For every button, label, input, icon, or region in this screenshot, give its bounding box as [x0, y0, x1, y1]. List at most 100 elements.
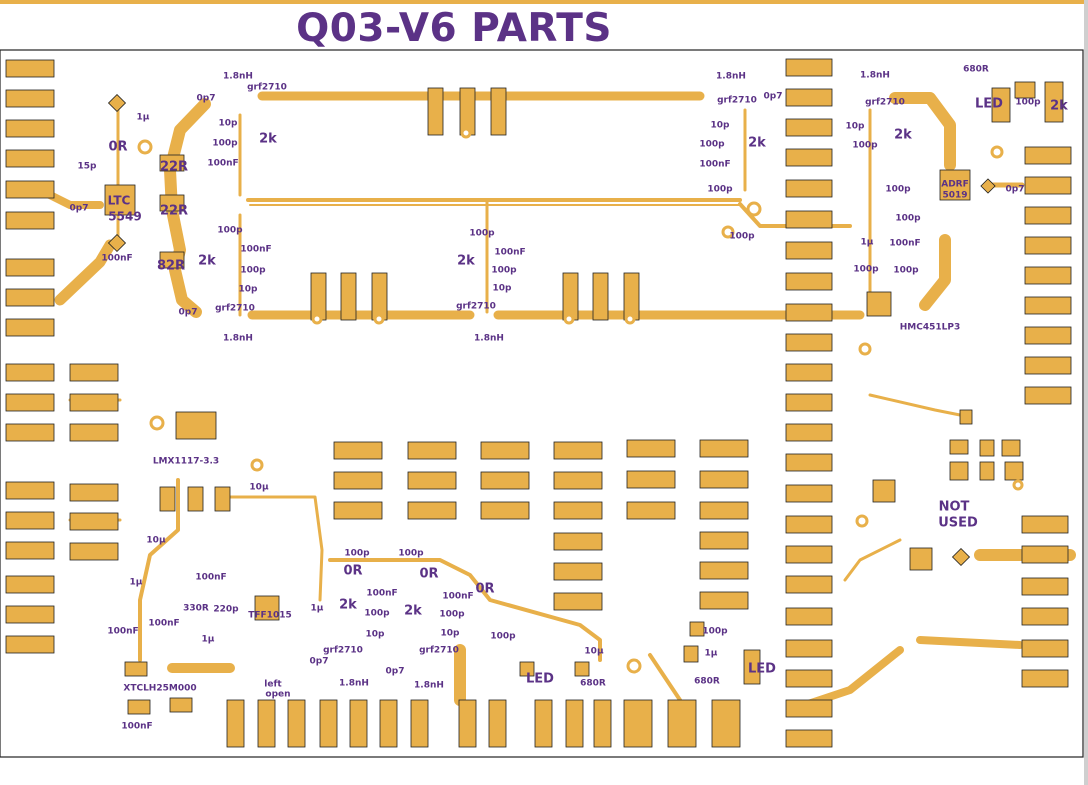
component-label: 22R	[160, 204, 188, 219]
component-label: 5019	[942, 191, 967, 201]
component-label: 100nF	[442, 592, 473, 602]
component-label: 0p7	[179, 308, 198, 318]
component-label: 100p	[439, 610, 465, 620]
component-label: grf2710	[323, 646, 363, 656]
component-label: 100p	[885, 185, 911, 195]
component-label: 1.8nH	[223, 334, 253, 344]
component-label: 100p	[707, 185, 733, 195]
component-label: 1.8nH	[339, 679, 369, 689]
component-label: LTC	[108, 194, 131, 208]
component-label: grf2710	[247, 83, 287, 93]
component-label: 10p	[493, 284, 513, 294]
component-label: 100p	[212, 139, 238, 149]
component-label: open	[265, 690, 290, 700]
top-border-strip	[0, 0, 1088, 4]
component-label: 82R	[157, 259, 185, 274]
component-label: USED	[938, 516, 978, 531]
component-label: 100p	[344, 549, 370, 559]
component-label: 100nF	[494, 248, 525, 258]
component-label: 100p	[852, 141, 878, 151]
component-label: ADRF	[941, 180, 969, 190]
component-label: 1.8nH	[860, 71, 890, 81]
component-label: 2k	[404, 604, 422, 619]
component-label: 10p	[711, 121, 731, 131]
component-label: 0p7	[386, 667, 405, 677]
component-label: 22R	[160, 160, 188, 175]
component-label: 1.8nH	[474, 334, 504, 344]
component-label: 100nF	[207, 159, 238, 169]
component-label: 100p	[217, 226, 243, 236]
component-label: 1.8nH	[414, 681, 444, 691]
component-label: 0p7	[70, 204, 89, 214]
component-label: 2k	[457, 254, 475, 269]
component-label: 100nF	[195, 573, 226, 583]
component-label: 680R	[963, 65, 989, 75]
component-label: 330R	[183, 604, 209, 614]
component-label: 0p7	[310, 657, 329, 667]
component-label: 10µ	[249, 483, 269, 493]
page-title: Q03-V6 PARTS	[296, 6, 612, 51]
component-label: 680R	[694, 677, 720, 687]
component-label: 100p	[491, 266, 517, 276]
component-label: 10p	[366, 630, 386, 640]
component-label: 1µ	[202, 635, 215, 645]
component-label: 100nF	[366, 589, 397, 599]
component-label: 100p	[398, 549, 424, 559]
component-label: grf2710	[717, 96, 757, 106]
component-label: 100p	[699, 140, 725, 150]
copper-traces	[6, 91, 1076, 714]
component-label: 2k	[894, 128, 912, 143]
component-label: 1.8nH	[223, 72, 253, 82]
component-label: 2k	[259, 132, 277, 147]
component-label: 5549	[108, 210, 141, 224]
component-label: 0R	[475, 582, 494, 597]
component-label: grf2710	[865, 98, 905, 108]
component-label: 100p	[469, 229, 495, 239]
board-outline	[0, 49, 1084, 758]
component-label: 100nF	[240, 245, 271, 255]
component-label: 1µ	[311, 604, 324, 614]
component-label: 100nF	[699, 160, 730, 170]
component-label: LED	[975, 97, 1003, 112]
pads-left-column	[5, 59, 119, 654]
component-label: 0R	[108, 140, 127, 155]
component-label: 100p	[1015, 98, 1041, 108]
pads-bottom-row	[226, 699, 741, 748]
component-label: 100p	[895, 214, 921, 224]
component-label: 1µ	[705, 649, 718, 659]
component-label: LED	[748, 662, 776, 677]
vias	[137, 127, 1024, 674]
component-label: 1µ	[130, 578, 143, 588]
component-label: HMC451LP3	[900, 323, 960, 333]
component-label: 0R	[419, 567, 438, 582]
component-label: 0p7	[197, 94, 216, 104]
component-label: grf2710	[215, 304, 255, 314]
component-label: 100p	[490, 632, 516, 642]
pads-middle-grid	[333, 439, 749, 611]
component-label: 100p	[893, 266, 919, 276]
component-label: 2k	[339, 598, 357, 613]
component-label: 100nF	[101, 254, 132, 264]
component-label: 2k	[1050, 99, 1068, 114]
pads-vertical-rf	[310, 87, 640, 321]
component-label: XTCLH25M000	[123, 684, 196, 694]
right-border-strip	[1084, 0, 1088, 785]
component-label: 1µ	[861, 238, 874, 248]
diamond-pads	[107, 93, 996, 567]
component-label: 100nF	[121, 722, 152, 732]
component-label: 15p	[78, 162, 98, 172]
component-label: 100p	[853, 265, 879, 275]
pads-right-columns	[785, 58, 1072, 748]
component-label: 1µ	[137, 113, 150, 123]
component-label: left	[264, 680, 282, 690]
component-label: 100p	[702, 627, 728, 637]
component-label: 100p	[729, 232, 755, 242]
component-label: 0p7	[764, 92, 783, 102]
component-label: 10p	[441, 629, 461, 639]
component-label: 1.8nH	[716, 72, 746, 82]
component-label: 0p7	[1006, 185, 1025, 195]
component-label: 2k	[198, 254, 216, 269]
component-label: 100p	[364, 609, 390, 619]
component-label: 10p	[239, 285, 259, 295]
component-label: 10p	[846, 122, 866, 132]
